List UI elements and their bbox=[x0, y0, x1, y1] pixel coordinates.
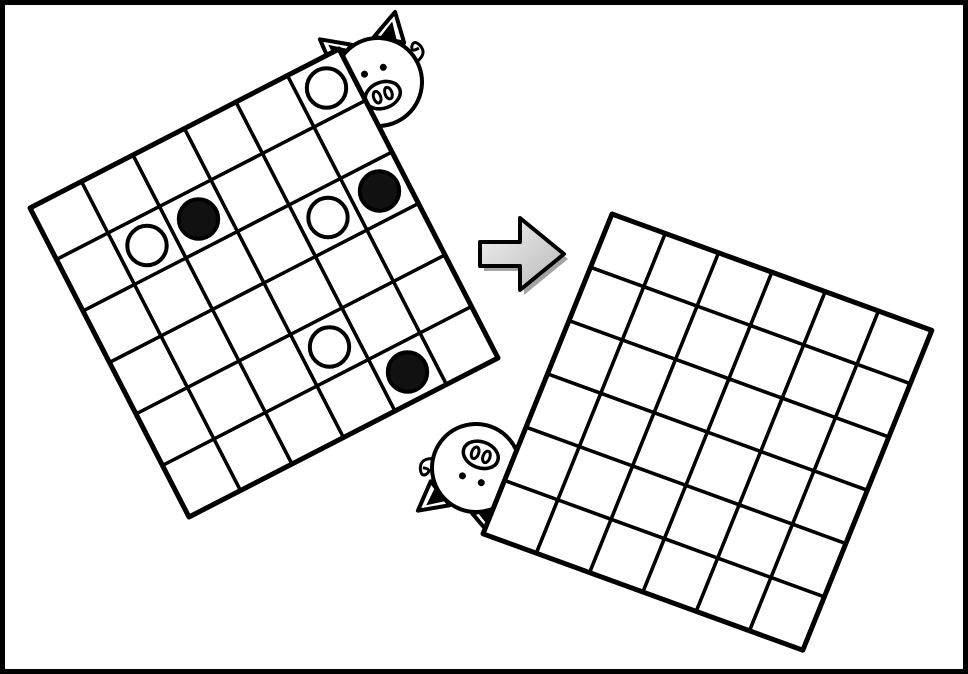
white-stone bbox=[308, 198, 347, 237]
black-stone bbox=[388, 352, 427, 391]
white-stone bbox=[127, 226, 166, 265]
black-stone bbox=[179, 199, 218, 238]
white-stone bbox=[310, 327, 349, 366]
black-stone bbox=[360, 171, 399, 210]
white-stone bbox=[307, 68, 346, 107]
